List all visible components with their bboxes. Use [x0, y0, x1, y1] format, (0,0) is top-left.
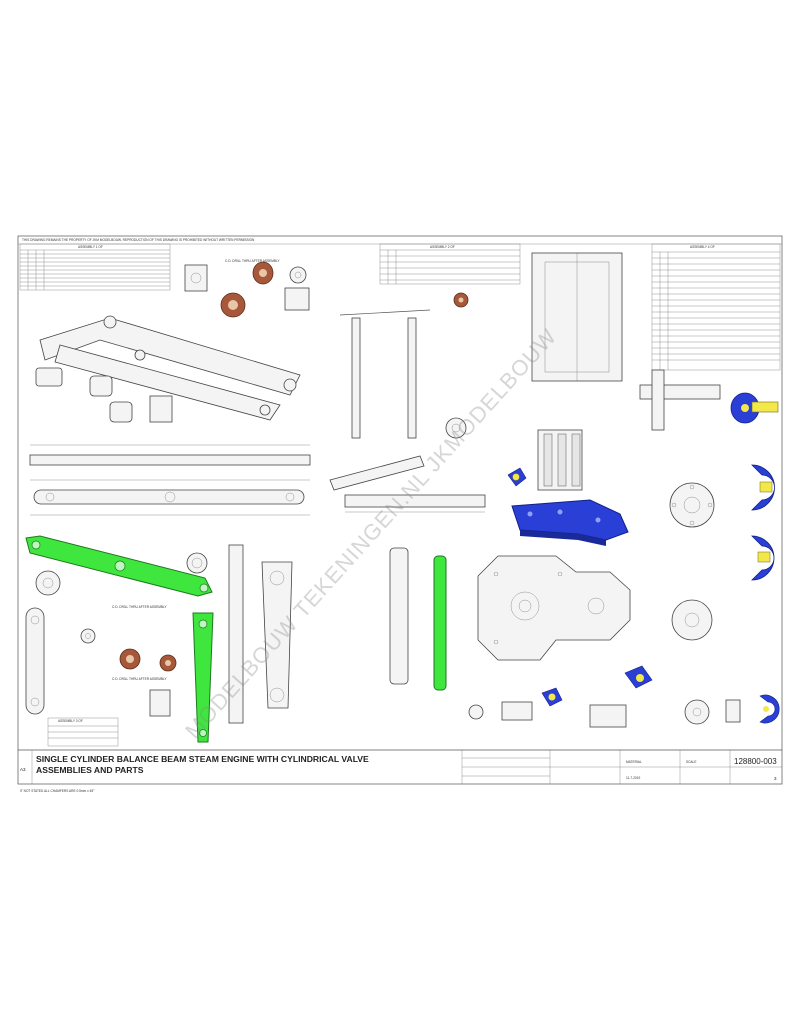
lower-right-fittings [468, 665, 780, 728]
main-title-line-1: SINGLE CYLINDER BALANCE BEAM STEAM ENGIN… [36, 754, 369, 764]
drill-note-1: C.D. DRILL THRU AFTER ASSEMBLY [225, 259, 281, 263]
footer-note: IT NOT STATED ALL CHAMFERS ARE 0.5mm x 4… [20, 789, 95, 793]
octagon-flange-drawing [477, 555, 631, 661]
blue-disc-cutaway-2 [751, 535, 775, 581]
green-beam-part [25, 535, 213, 597]
sheet-border [17, 235, 783, 785]
round-flange-drawing [639, 369, 721, 641]
assembly-1-table-title: ASSEMBLY 1 OF [78, 245, 103, 249]
assembly-1-parts-table: ASSEMBLY 1 OF [19, 243, 171, 291]
cylinder-section [445, 252, 623, 491]
material-label: MATERIAL [626, 760, 642, 764]
assembly-3-parts-table: ASSEMBLY 3 OF [47, 717, 119, 747]
drill-note-2: C.D. DRILL THRU AFTER ASSEMBLY [112, 605, 168, 609]
header-note: THIS DRAWING REMAINS THE PROPERTY OF JKM… [22, 238, 255, 242]
title-block: A3 SINGLE CYLINDER BALANCE BEAM STEAM EN… [18, 749, 782, 784]
assembly-4-parts-table: ASSEMBLY 4 OF [651, 243, 781, 371]
long-bar-drawing [29, 444, 311, 516]
assembly-4-table-title: ASSEMBLY 4 OF [690, 245, 715, 249]
drawing-number: 128800-003 [734, 757, 777, 766]
turned-parts-group-1: C.D. DRILL THRU AFTER ASSEMBLY [184, 259, 310, 318]
small-fitting-1 [507, 467, 527, 487]
drill-note-3: C.D. DRILL THRU AFTER ASSEMBLY [112, 677, 168, 681]
beam-assembly-drawing [35, 315, 301, 423]
round-washer [186, 552, 208, 574]
main-title-line-2: ASSEMBLIES AND PARTS [36, 765, 144, 775]
assembly-2-table-title: ASSEMBLY 2 OF [430, 245, 455, 249]
assembly-2-parts-table: ASSEMBLY 2 OF [379, 243, 521, 285]
sheet-number: 3 [774, 776, 777, 781]
left-bottom-parts: C.D. DRILL THRU AFTER ASSEMBLY C.D. DRIL… [25, 605, 177, 717]
scale-label: SCALE [686, 760, 696, 764]
connecting-rods-center [228, 309, 431, 724]
blue-base-plate [511, 499, 629, 546]
blue-disc-cutaway-1 [751, 464, 775, 511]
green-vertical-link [192, 612, 214, 743]
assembly-3-table-title: ASSEMBLY 3 OF [58, 719, 83, 723]
blue-disc-with-pin [730, 392, 779, 424]
sheet-size: A3 [20, 767, 26, 772]
piston-rod-drawing [344, 494, 486, 513]
green-valve-rod [433, 555, 447, 691]
drawing-date: 11-7-2019 [626, 776, 641, 780]
